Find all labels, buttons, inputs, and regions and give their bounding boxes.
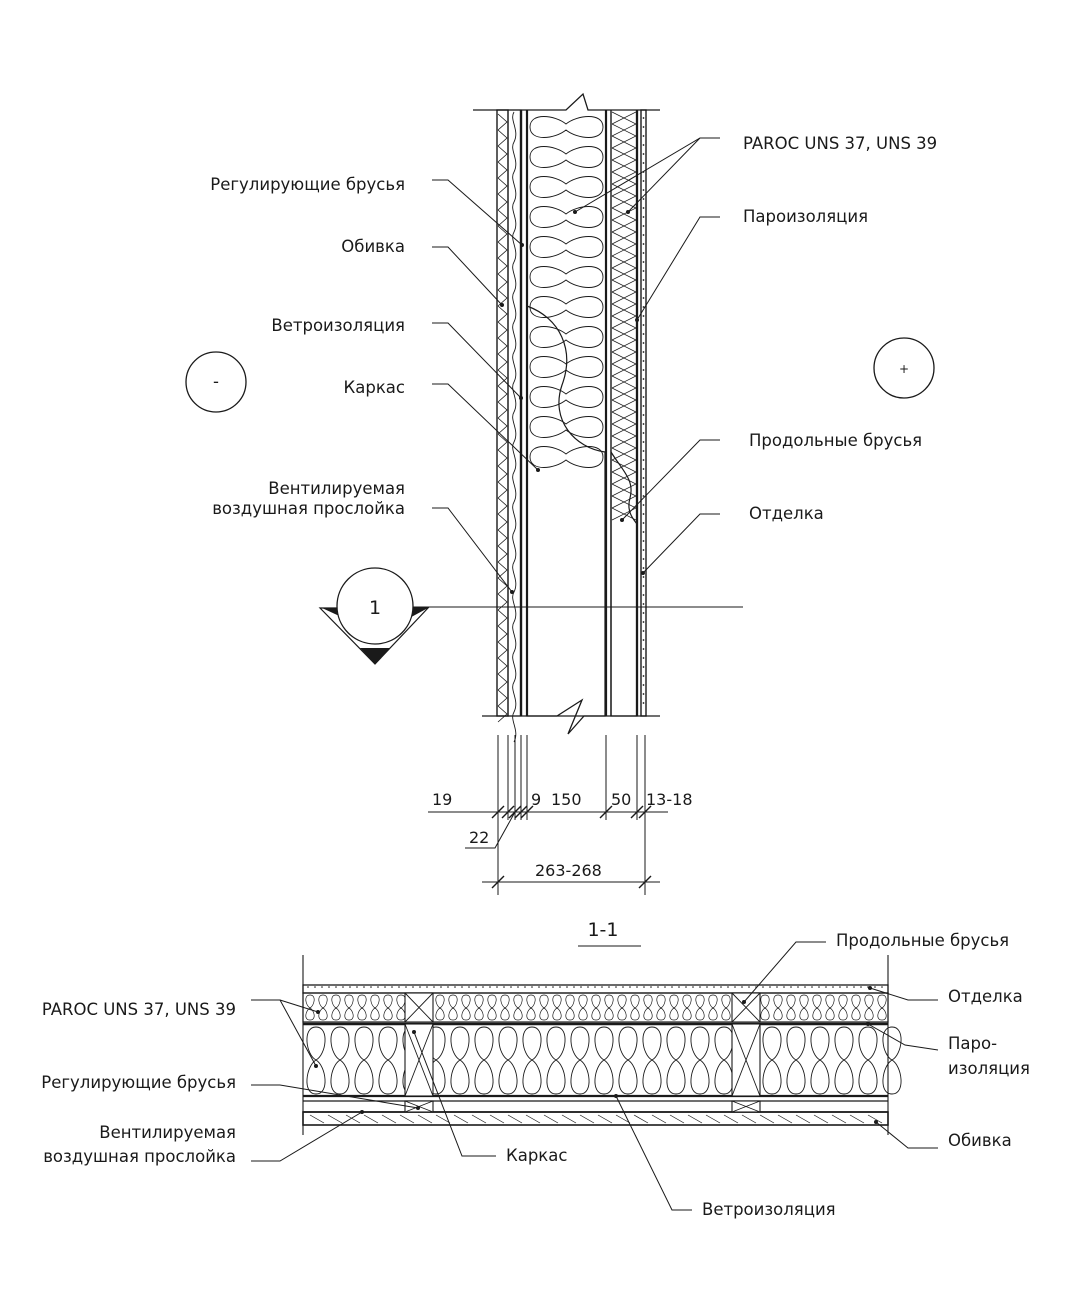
leader-regulating-battens xyxy=(432,179,523,246)
leader-cladding xyxy=(432,246,503,306)
dimension-lines xyxy=(428,735,668,895)
section-cut-marker: 1 xyxy=(318,567,743,665)
inside-marker xyxy=(873,337,935,399)
dim-13-18: 13-18 xyxy=(646,790,693,809)
plan-cladding xyxy=(302,1111,889,1126)
plan-label-ventilated-2: воздушная прослойка xyxy=(43,1147,236,1166)
leader-longitudinal-battens xyxy=(621,439,720,521)
label-frame: Каркас xyxy=(344,378,405,397)
plan-label-finish: Отделка xyxy=(948,987,1023,1006)
leader-frame xyxy=(432,383,539,471)
label-vapor-barrier: Пароизоляция xyxy=(743,207,868,226)
plan-frame-studs xyxy=(404,992,761,1113)
label-wind-barrier: Ветроизоляция xyxy=(271,316,405,335)
leader-insulation-b xyxy=(627,137,701,213)
ventilated-gap-wave xyxy=(512,111,517,743)
dim-150: 150 xyxy=(551,790,582,809)
plan-label-vapor-1: Паро- xyxy=(948,1034,997,1053)
plan-cladding-hatch xyxy=(309,1114,883,1124)
plan-leader-wind xyxy=(615,1095,692,1211)
leader-finish xyxy=(642,513,720,574)
inner-cutaway xyxy=(610,449,638,717)
plan-label-insulation: PAROC UNS 37, UNS 39 xyxy=(42,1000,236,1019)
plan-leader-vapor xyxy=(867,1023,939,1051)
top-break-line xyxy=(473,92,660,111)
plan-label-frame: Каркас xyxy=(506,1146,567,1165)
leader-vapor-barrier xyxy=(636,216,720,321)
label-regulating-battens: Регулирующие брусья xyxy=(210,175,405,194)
inside-sign: + xyxy=(899,362,909,376)
leader-ventilated-gap xyxy=(432,507,513,593)
leader-wind-barrier xyxy=(432,322,522,399)
plan-inner-insulation xyxy=(305,994,887,1021)
cut-mark-number: 1 xyxy=(369,597,381,619)
plan-finish-layer xyxy=(302,984,889,994)
dim-22: 22 xyxy=(469,828,489,847)
plan-leader-finish xyxy=(869,987,938,1001)
plan-finish-dots xyxy=(307,986,883,988)
plan-label-cladding: Обивка xyxy=(948,1131,1012,1150)
finish-dots xyxy=(642,117,645,704)
label-insulation: PAROC UNS 37, UNS 39 xyxy=(743,134,937,153)
label-cladding: Обивка xyxy=(341,237,405,256)
plan-leader-regulating xyxy=(251,1084,419,1109)
plan-leader-frame xyxy=(413,1031,496,1157)
inner-insulation-layer xyxy=(611,111,637,521)
cladding-hatch xyxy=(497,113,508,723)
plan-label-ventilated-1: Вентилируемая xyxy=(99,1123,236,1142)
outside-sign: - xyxy=(213,372,219,391)
outside-marker xyxy=(185,351,247,413)
bottom-break-line xyxy=(482,698,660,735)
plan-label-regulating-battens: Регулирующие брусья xyxy=(41,1073,236,1092)
plan-leader-ventilated xyxy=(251,1111,363,1162)
plan-title: 1-1 xyxy=(587,919,618,941)
vertical-wall-section: - + 1 Регулирующие брусья Обивка Ветроиз… xyxy=(185,92,937,895)
insulation-cutaway xyxy=(526,305,606,717)
label-ventilated-gap-1: Вентилируемая xyxy=(268,479,405,498)
label-finish: Отделка xyxy=(749,504,824,523)
plan-leader-insulation-a xyxy=(251,999,317,1067)
dim-19: 19 xyxy=(432,790,452,809)
main-insulation-layer xyxy=(529,116,604,468)
dim-9: 9 xyxy=(531,790,541,809)
dim-50: 50 xyxy=(611,790,631,809)
plan-leader-longitudinal xyxy=(743,941,826,1003)
finish-layer xyxy=(640,109,647,717)
plan-section-1-1: 1-1 Продольные брусья Отделка Паро- изол… xyxy=(41,919,1030,1219)
plan-leader-insulation-b xyxy=(279,999,319,1013)
dim-total: 263-268 xyxy=(535,861,602,880)
label-longitudinal-battens: Продольные брусья xyxy=(749,431,922,450)
plan-label-wind-barrier: Ветроизоляция xyxy=(702,1200,836,1219)
plan-label-longitudinal-battens: Продольные брусья xyxy=(836,931,1009,950)
plan-main-insulation xyxy=(306,1026,902,1095)
leader-insulation-a xyxy=(574,137,720,213)
label-ventilated-gap-2: воздушная прослойка xyxy=(212,499,405,518)
plan-label-vapor-2: изоляция xyxy=(948,1059,1030,1078)
plan-leader-cladding xyxy=(875,1121,938,1149)
